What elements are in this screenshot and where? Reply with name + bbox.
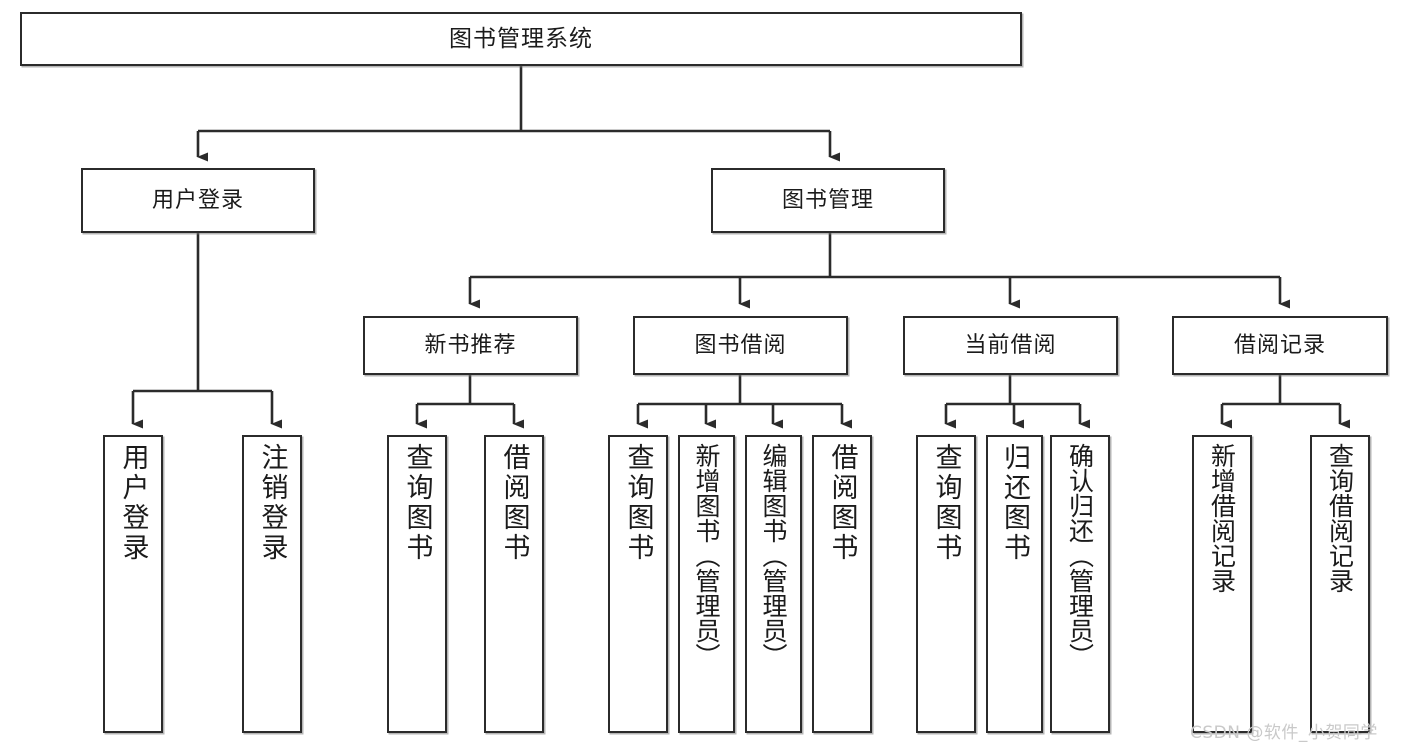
node-label: 新书推荐 [424, 332, 517, 358]
node-label: 新增借阅记录 [1207, 443, 1237, 593]
node-label: 借阅记录 [1233, 332, 1326, 358]
node-label: 用户登录 [151, 187, 244, 213]
node-label: 图书借阅 [694, 332, 787, 358]
node-label: 图书管理系统 [449, 25, 593, 52]
node-level3-3[interactable]: 当前借阅 [903, 316, 1118, 375]
node-leaf-11[interactable]: 确认归还（管理员） [1050, 435, 1110, 733]
node-leaf-8[interactable]: 借阅图书 [812, 435, 872, 733]
node-label: 注销登录 [256, 443, 288, 563]
node-leaf-12[interactable]: 新增借阅记录 [1192, 435, 1252, 733]
node-label: 归还图书 [999, 443, 1030, 563]
node-label: 确认归还（管理员） [1065, 443, 1095, 668]
node-root[interactable]: 图书管理系统 [20, 12, 1022, 66]
node-level3-1[interactable]: 新书推荐 [363, 316, 578, 375]
node-level2-2[interactable]: 图书管理 [711, 168, 945, 233]
node-leaf-3[interactable]: 查询图书 [387, 435, 447, 733]
node-leaf-13[interactable]: 查询借阅记录 [1310, 435, 1370, 733]
node-level3-4[interactable]: 借阅记录 [1172, 316, 1388, 375]
node-label: 查询图书 [930, 443, 962, 563]
node-leaf-5[interactable]: 查询图书 [608, 435, 668, 733]
node-label: 当前借阅 [964, 332, 1057, 358]
node-leaf-2[interactable]: 注销登录 [242, 435, 302, 733]
node-label: 借阅图书 [826, 443, 858, 563]
node-label: 查询借阅记录 [1325, 443, 1355, 593]
node-label: 用户登录 [117, 443, 149, 563]
node-label: 图书管理 [781, 187, 874, 213]
node-level2-1[interactable]: 用户登录 [81, 168, 315, 233]
node-leaf-1[interactable]: 用户登录 [103, 435, 163, 733]
node-label: 编辑图书（管理员） [759, 443, 788, 668]
node-leaf-6[interactable]: 新增图书（管理员） [678, 435, 735, 733]
node-level3-2[interactable]: 图书借阅 [633, 316, 848, 375]
watermark: CSDN @软件_小贺同学 [1190, 723, 1378, 743]
node-label: 查询图书 [401, 443, 433, 563]
node-leaf-9[interactable]: 查询图书 [916, 435, 976, 733]
node-label: 借阅图书 [498, 443, 530, 563]
node-label: 新增图书（管理员） [692, 443, 721, 668]
node-leaf-4[interactable]: 借阅图书 [484, 435, 544, 733]
node-leaf-10[interactable]: 归还图书 [986, 435, 1043, 733]
node-label: 查询图书 [622, 443, 654, 563]
node-leaf-7[interactable]: 编辑图书（管理员） [745, 435, 802, 733]
